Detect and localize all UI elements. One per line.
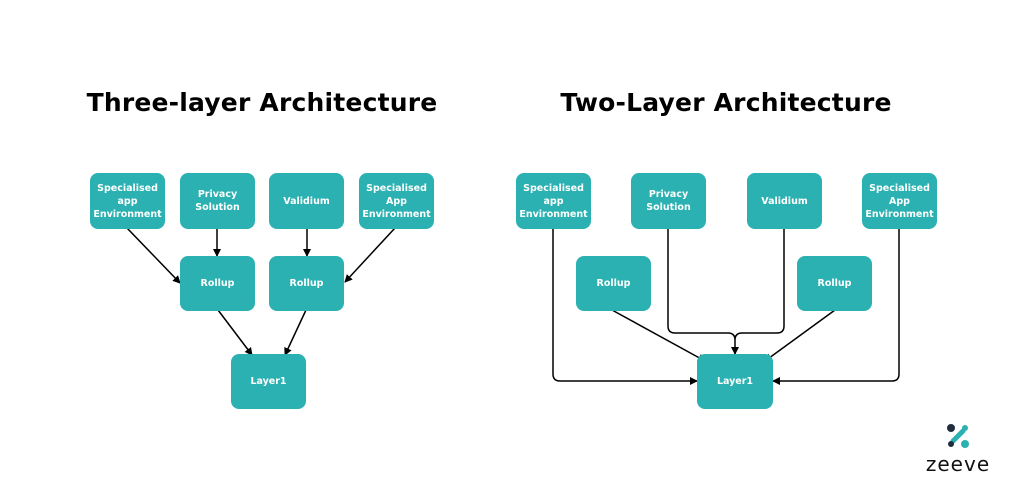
l-node-privacy-solution: Privacy Solution [180, 173, 255, 229]
edge-r-spec2-to-layer1 [772, 228, 900, 385]
r-node-rollup-1: Rollup [576, 256, 651, 311]
edge-r-rollup1-to-layer1 [611, 309, 706, 362]
zeeve-logo-icon [947, 424, 969, 448]
l-node-rollup-1: Rollup [180, 256, 255, 311]
l-node-rollup-2: Rollup [269, 256, 344, 311]
edge-spec2-to-rollup2 [344, 227, 396, 283]
r-node-privacy-solution: Privacy Solution [631, 173, 706, 229]
l-node-specialised-app-env-2: Specialised App Environment [359, 173, 434, 229]
edge-spec-to-rollup1 [126, 227, 181, 284]
zeeve-logo-text: zeeve [925, 452, 991, 476]
r-node-rollup-2: Rollup [797, 256, 872, 311]
edge-r-spec-to-layer1 [552, 228, 698, 385]
edge-r-rollup2-to-layer1 [764, 309, 836, 362]
l-node-validium: Validium [269, 173, 344, 229]
edge-rollup1-to-layer1 [217, 309, 253, 356]
r-node-specialised-app-env: Specialised app Environment [516, 173, 591, 229]
l-node-specialised-app-env: Specialised app Environment [90, 173, 165, 229]
r-node-layer1: Layer1 [697, 354, 773, 409]
l-node-layer1: Layer1 [231, 354, 306, 409]
two-layer-title: Two-Layer Architecture [560, 88, 892, 117]
edge-rollup2-to-layer1 [284, 309, 307, 356]
zeeve-logo: zeeve [918, 420, 998, 480]
r-node-validium: Validium [747, 173, 822, 229]
r-node-specialised-app-env-2: Specialised App Environment [862, 173, 937, 229]
three-layer-title: Three-layer Architecture [86, 88, 438, 117]
edge-r-privacy-validium-merge [667, 228, 785, 341]
